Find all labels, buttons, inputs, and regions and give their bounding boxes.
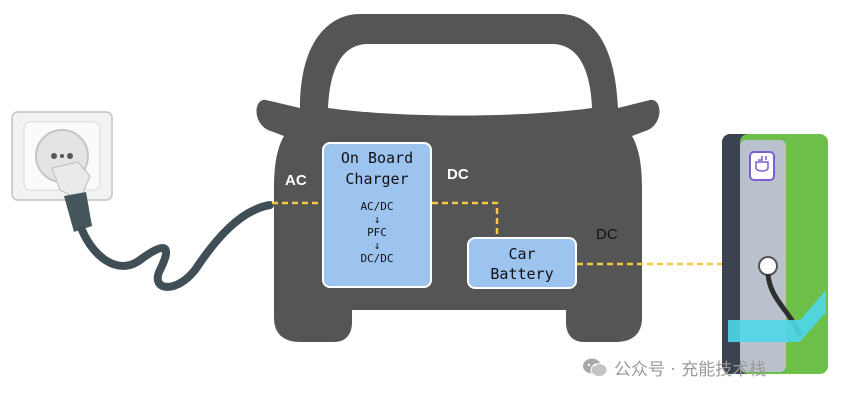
dc-external-label: DC	[596, 226, 618, 243]
dc-line-internal	[432, 201, 499, 237]
car-battery-box: Car Battery	[467, 237, 577, 289]
onboard-charger-box: On Board Charger AC/DC ↓ PFC ↓ DC/DC	[322, 142, 432, 288]
onboard-charger-stages: AC/DC ↓ PFC ↓ DC/DC	[324, 200, 430, 265]
watermark-text: 公众号 · 充能技术栈	[614, 360, 767, 380]
dc-internal-label: DC	[447, 166, 469, 183]
stage-arrow-1: ↓	[373, 213, 381, 226]
ac-label: AC	[285, 172, 307, 189]
stage-arrow-2: ↓	[373, 239, 381, 252]
watermark: 公众号 · 充能技术栈	[582, 355, 766, 380]
stage-pfc: PFC	[367, 226, 387, 239]
stage-acdc: AC/DC	[360, 200, 394, 213]
stage-dcdc: DC/DC	[360, 252, 394, 265]
wechat-icon	[583, 358, 608, 377]
onboard-charger-title-line2: Charger	[345, 170, 409, 188]
battery-title-line1: Car	[508, 245, 536, 263]
onboard-charger-title-line1: On Board	[340, 149, 414, 167]
battery-title-line2: Battery	[490, 265, 554, 283]
connection-lines	[272, 201, 722, 266]
charging-station-icon	[722, 134, 828, 374]
power-cable	[78, 201, 274, 291]
plug-icon	[51, 161, 92, 232]
